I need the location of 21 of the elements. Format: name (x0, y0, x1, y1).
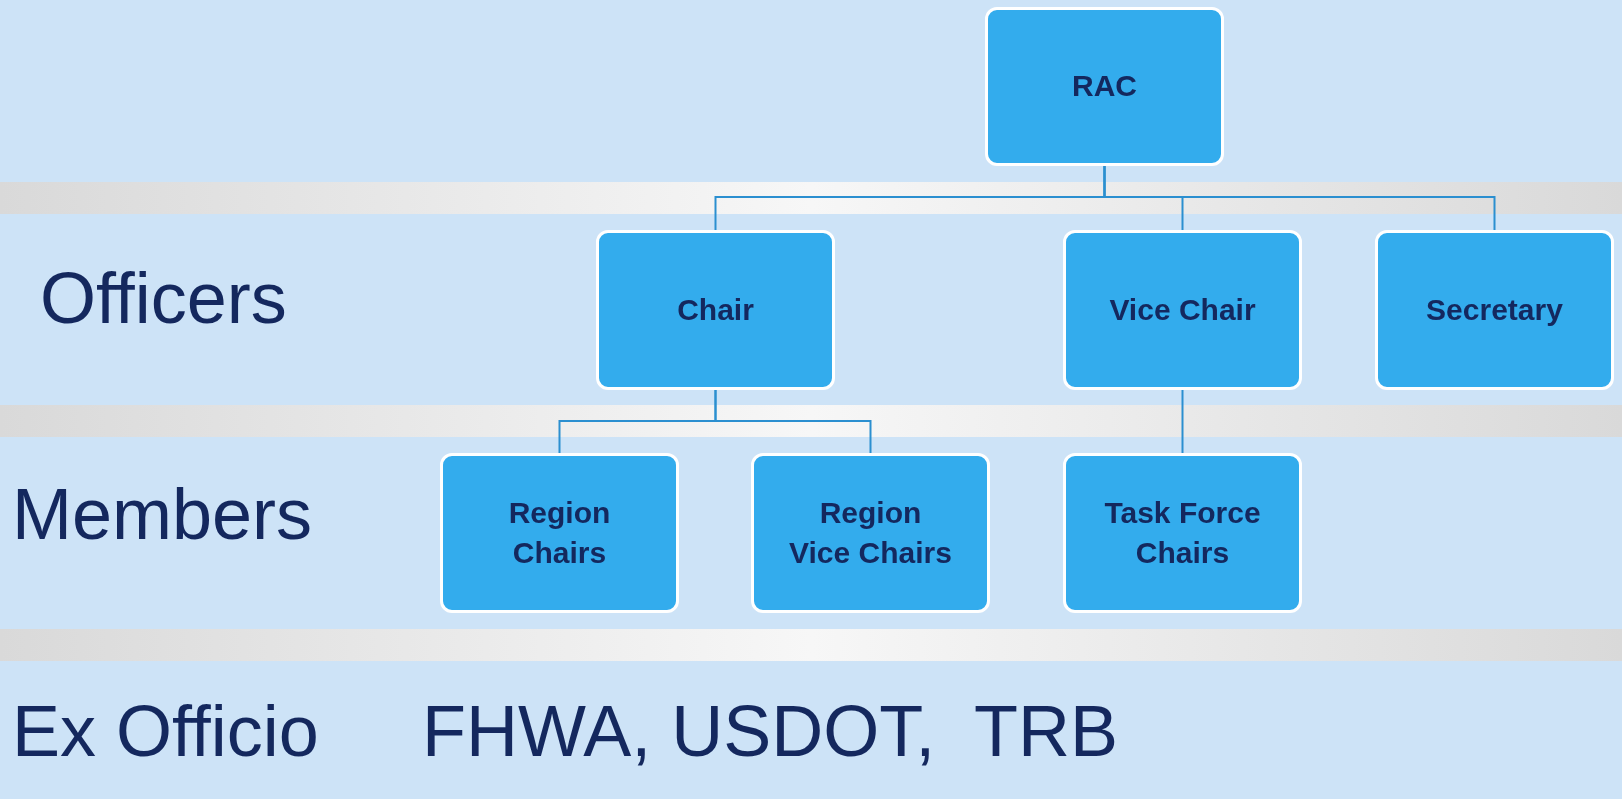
org-box (440, 453, 679, 613)
org-box (985, 7, 1224, 166)
org-box (751, 453, 990, 613)
row-heading: Ex Officio (12, 695, 319, 767)
box-label: Vice Chair (1109, 291, 1256, 328)
org-box (596, 230, 835, 390)
row-heading: Officers (40, 262, 287, 334)
box-label: Chair (677, 291, 754, 328)
org-box (1375, 230, 1614, 390)
row-heading: Members (12, 478, 313, 550)
org-box (1063, 453, 1302, 613)
org-box (1063, 230, 1302, 390)
box-label: Secretary (1426, 291, 1563, 328)
box-label: Task Force Chairs (1103, 494, 1262, 571)
box-label: Region Vice Chairs (788, 494, 953, 571)
connector-line (1181, 389, 1184, 454)
box-label: RAC (1072, 68, 1137, 105)
ex-officio-members: FHWA, USDOT, TRB (422, 695, 1119, 767)
box-label: Region Chairs (507, 494, 612, 571)
connector-line (1103, 165, 1496, 231)
connector-line (714, 389, 872, 454)
